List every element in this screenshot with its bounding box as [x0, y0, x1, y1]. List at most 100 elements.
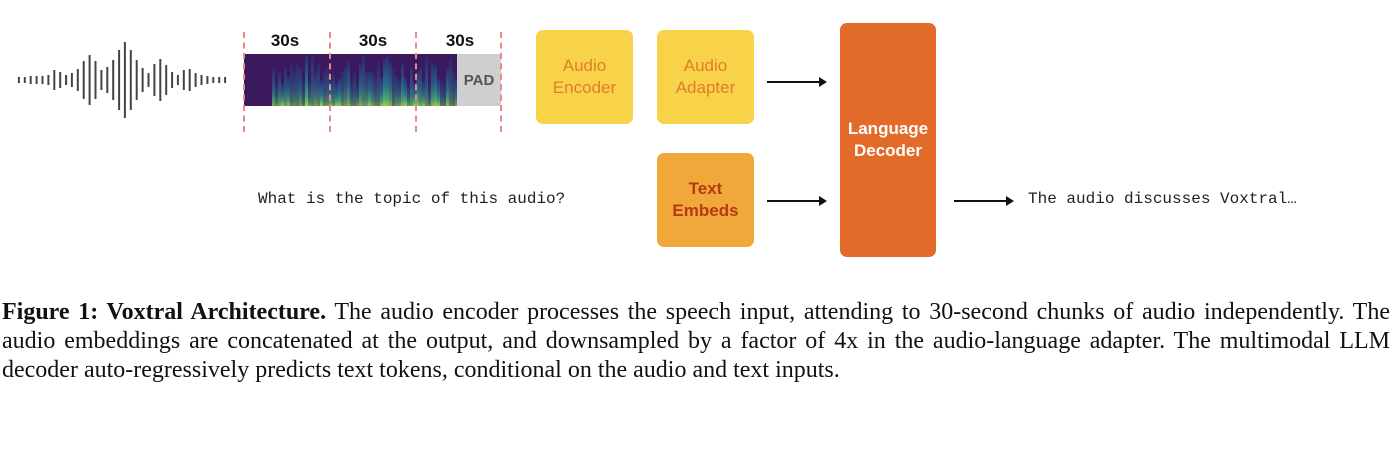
spectrogram-column: [413, 83, 416, 106]
spectrogram-column: [314, 72, 317, 106]
spectrogram-column: [275, 82, 278, 106]
waveform-bar: [53, 70, 56, 90]
spectrogram-column: [302, 80, 305, 106]
chunk-label-2: 30s: [358, 31, 388, 50]
spectrogram-column: [446, 68, 449, 106]
spectrogram-column: [305, 55, 308, 106]
spectrogram-column: [404, 77, 407, 106]
waveform-bar: [206, 76, 209, 84]
spectrogram-column: [278, 71, 281, 106]
spectrogram-column: [311, 55, 314, 106]
waveform-bar: [218, 77, 221, 83]
waveform-bar: [159, 59, 162, 101]
waveform-bar: [76, 69, 79, 91]
spectrogram-column: [347, 61, 350, 106]
figure-caption: Figure 1: Voxtral Architecture. The audi…: [2, 298, 1390, 385]
spectrogram-column: [293, 70, 296, 106]
language-decoder-line1: Language: [847, 119, 929, 138]
spectrogram-column: [407, 85, 410, 106]
spectrogram-column: [365, 71, 368, 106]
waveform-bar: [35, 76, 38, 84]
caption-text: The audio encoder processes the speech i…: [2, 299, 1390, 383]
waveform-bar: [165, 65, 168, 95]
spectrogram-column: [317, 64, 320, 106]
chunk-boundary: [415, 32, 417, 132]
waveform-bar: [182, 70, 185, 90]
spectrogram-column: [368, 71, 371, 106]
spectrogram-column: [416, 71, 419, 106]
spectrogram-column: [350, 81, 353, 106]
chunk-boundary: [329, 32, 331, 132]
waveform-bar: [88, 55, 91, 105]
waveform-bar: [23, 77, 26, 83]
spectrogram-column: [353, 71, 356, 106]
waveform-icon: [17, 42, 227, 118]
spectrogram-column: [332, 74, 335, 106]
spectrogram-column: [308, 82, 311, 106]
spectrogram-column: [437, 78, 440, 106]
waveform-bar: [224, 77, 227, 83]
waveform-bar: [200, 75, 203, 85]
spectrogram-column: [383, 58, 386, 106]
spectrogram-column: [401, 64, 404, 106]
text-embeds-line2: Embeds: [672, 201, 739, 220]
waveform-bar: [29, 76, 32, 84]
text-output: The audio discusses Voxtral…: [1028, 190, 1297, 208]
pad-block: PAD: [457, 54, 501, 106]
spectrogram-column: [395, 75, 398, 106]
spectrogram-column: [323, 71, 326, 106]
spectrogram-column: [386, 56, 389, 106]
waveform-bar: [82, 61, 85, 99]
spectrogram-column: [452, 70, 455, 106]
waveform-bar: [41, 76, 44, 84]
waveform-bar: [94, 61, 97, 99]
arrow-right-icon: [767, 196, 827, 206]
spectrogram-column: [326, 68, 329, 106]
waveform-bar: [65, 75, 68, 85]
waveform-bar: [153, 64, 156, 96]
chunk-boundary: [243, 32, 245, 132]
arrow-right-icon: [954, 196, 1014, 206]
spectrogram-column: [287, 76, 290, 106]
waveform-bar: [147, 73, 150, 87]
waveform-bar: [188, 69, 191, 91]
spectrogram-column: [440, 80, 443, 106]
audio-adapter-line2: Adapter: [675, 78, 736, 97]
spectrogram-column: [356, 84, 359, 106]
waveform-bar: [47, 75, 50, 85]
waveform-bar: [176, 75, 179, 85]
spectrogram-column: [299, 68, 302, 106]
spectrogram-column: [272, 70, 275, 106]
audio-adapter-line1: Audio: [683, 56, 728, 75]
spectrogram-column: [296, 64, 299, 106]
spectrogram-column: [434, 64, 437, 106]
text-embeds-line1: Text: [688, 179, 723, 198]
language-decoder-line2: Decoder: [853, 141, 922, 160]
spectrogram-column: [455, 77, 457, 106]
waveform-bar: [129, 50, 132, 110]
chunk-label-3: 30s: [445, 31, 475, 50]
spectrogram-column: [428, 85, 431, 106]
spectrogram-column: [359, 64, 362, 106]
spectrogram-column: [422, 81, 425, 106]
spectrogram-column: [281, 83, 284, 106]
waveform-bar: [135, 60, 138, 100]
chunk-boundary: [500, 32, 502, 132]
spectrogram-column: [335, 83, 338, 106]
arrow-right-icon: [767, 77, 827, 87]
waveform-bar: [59, 72, 62, 88]
spectrogram-column: [344, 66, 347, 106]
spectrogram-column: [410, 67, 413, 106]
spectrogram-column: [341, 70, 344, 106]
waveform-bar: [212, 77, 215, 83]
spectrogram-column: [338, 78, 341, 106]
waveform-bar: [141, 68, 144, 92]
caption-label: Figure 1: Voxtral Architecture.: [2, 299, 327, 325]
spectrogram-column: [449, 59, 452, 106]
spectrogram-column: [320, 80, 323, 106]
waveform-bar: [118, 50, 121, 110]
spectrogram-column: [362, 55, 365, 106]
